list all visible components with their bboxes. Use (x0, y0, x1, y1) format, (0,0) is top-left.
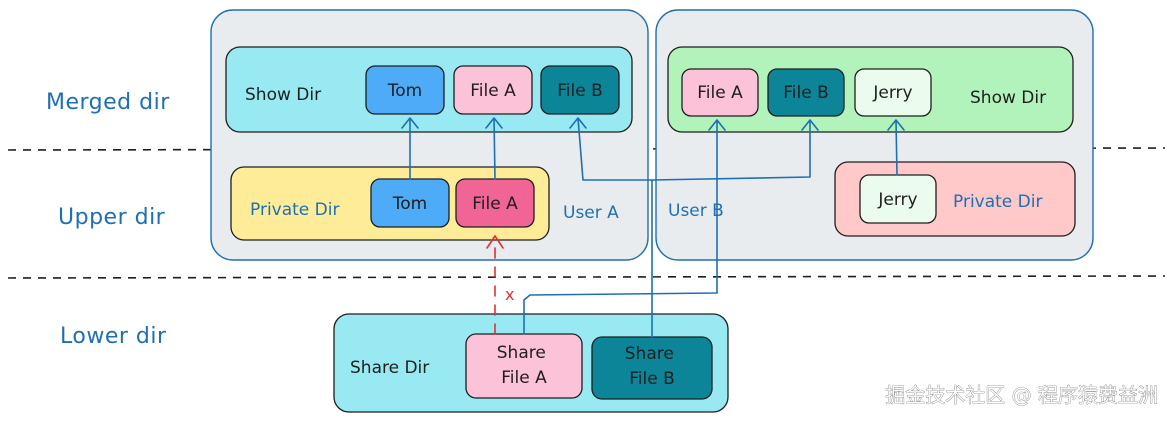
user-b-private-file-jerry-label: Jerry (877, 190, 917, 210)
user-b-show-file-b (767, 68, 845, 117)
share-file-a-line-1: Share (497, 343, 546, 363)
user-b-show-file-jerry-label: Jerry (872, 83, 912, 103)
user-a-show-file-tom-label: Tom (387, 81, 422, 101)
user-b-private-dir-label: Private Dir (953, 192, 1042, 212)
blocked-mark: x (505, 285, 514, 304)
share-file-b-line-1: Share (625, 344, 674, 364)
share-dir-label: Share Dir (350, 358, 429, 378)
connector-arrows (401, 117, 905, 338)
watermark: 掘金技术社区 @ 程序猿费益洲 (885, 383, 1158, 407)
user-a-private-file-a-label: File A (472, 194, 518, 214)
arrow-share-b-to-user-a (569, 117, 653, 338)
arrow-share-a-to-user-b (523, 119, 726, 335)
user-a-show-dir-label: Show Dir (245, 85, 321, 105)
user-a-private-file-tom-label: Tom (392, 194, 427, 214)
user-b-show-file-a (681, 68, 759, 117)
user-b-show-file-a-label: File A (697, 83, 743, 103)
user-b-show-dir-label: Show Dir (970, 88, 1046, 108)
layer-label-lower: Lower dir (60, 324, 167, 349)
share-file-b-line-2: File B (629, 369, 675, 389)
layer-separator-upper-lower (7, 275, 1166, 279)
blocked-arrow (486, 234, 504, 335)
layer-label-upper: Upper dir (58, 205, 166, 230)
layer-label-merged: Merged dir (46, 90, 170, 115)
arrow-share-b-to-user-b (651, 119, 819, 181)
user-b-show-file-jerry (854, 68, 932, 117)
user-a-show-file-b (540, 65, 620, 115)
user-a-private-dir-label: Private Dir (250, 200, 339, 220)
arrow-jerry-up (887, 119, 905, 176)
user-a-show-file-a (453, 65, 533, 115)
blocked-arrow-head (486, 234, 504, 249)
arrow-file-a-up (485, 117, 503, 180)
share-file-a-label: Share File A (497, 343, 551, 388)
user-b-private-file-jerry (859, 174, 937, 224)
user-b-label: User B (668, 201, 724, 221)
user-a-show-file-tom (365, 65, 445, 115)
user-a-show-file-a-label: File A (470, 81, 516, 101)
arrow-tom-up (401, 117, 419, 180)
user-a-show-file-b-label: File B (557, 81, 603, 101)
user-b-show-file-b-label: File B (783, 83, 829, 103)
share-file-a-line-2: File A (501, 368, 547, 388)
share-file-b-label: Share File B (625, 344, 679, 389)
user-a-label: User A (563, 203, 619, 223)
